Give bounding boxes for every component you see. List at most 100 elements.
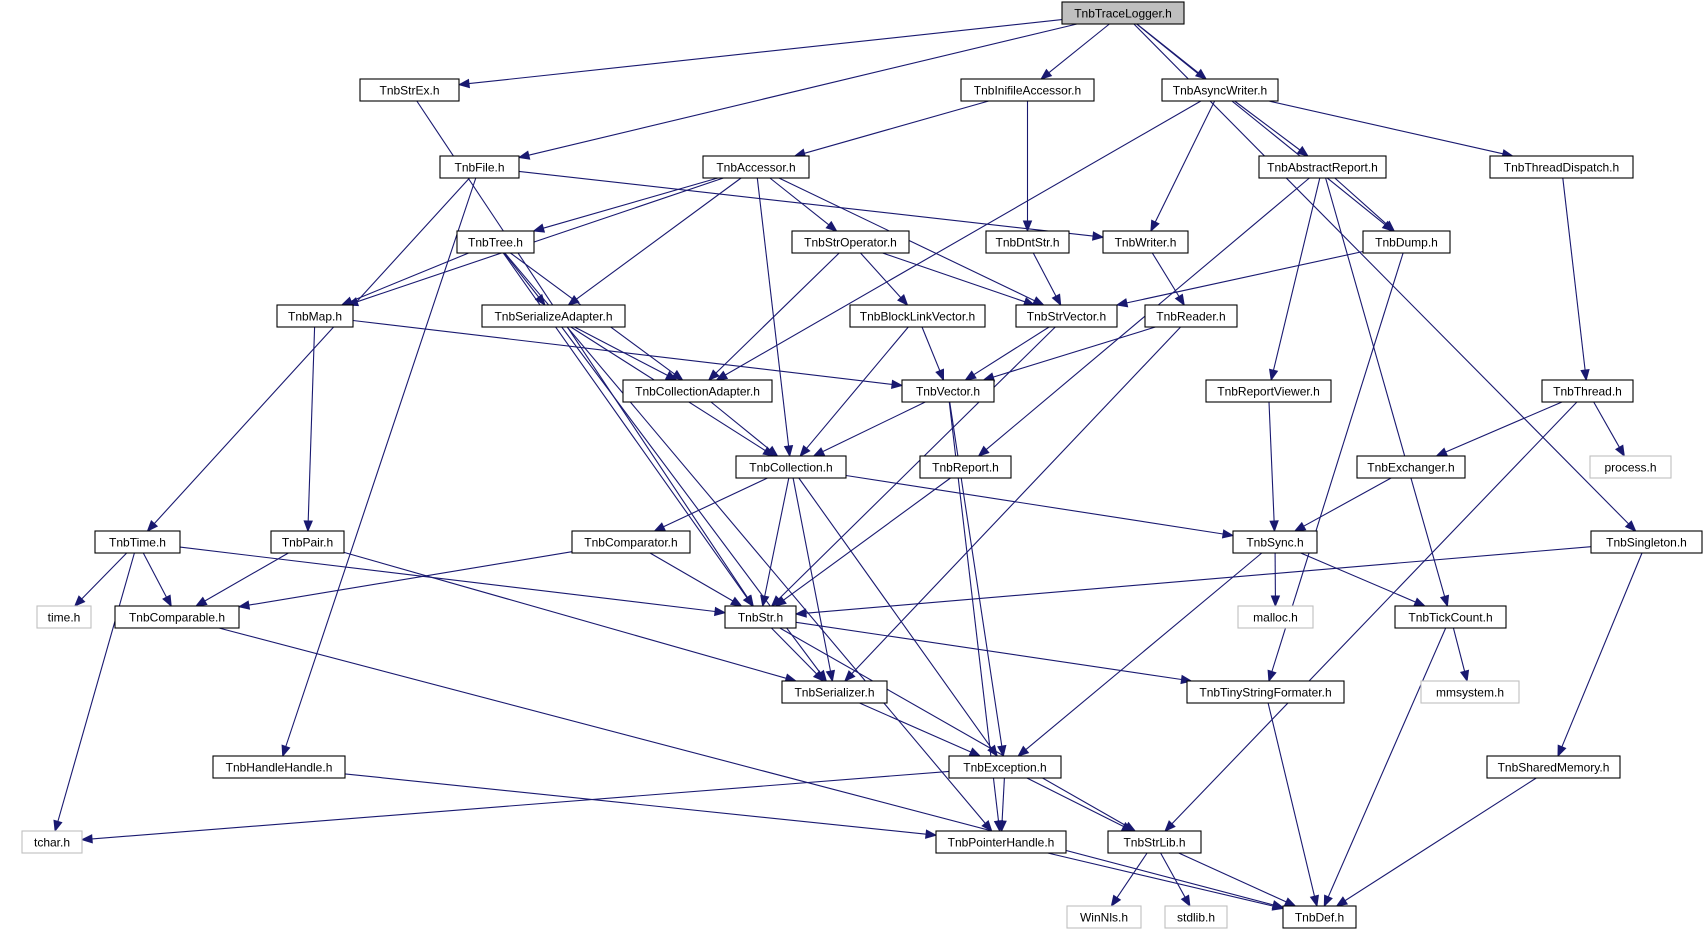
- edge-TnbCollection-to-TnbSync: [845, 474, 1235, 539]
- node-TnbCollectionAdapter[interactable]: TnbCollectionAdapter.h: [622, 379, 773, 403]
- edge-TnbThread-to-TnbStrLib: [1164, 401, 1578, 832]
- edge-line: [1561, 552, 1643, 748]
- node-TnbSerializer[interactable]: TnbSerializer.h: [781, 680, 888, 704]
- node-TnbDump[interactable]: TnbDump.h: [1362, 230, 1451, 254]
- node-TnbTime[interactable]: TnbTime.h: [94, 530, 181, 554]
- node-TnbStrOperator[interactable]: TnbStrOperator.h: [791, 230, 910, 254]
- edge-arrowhead: [162, 594, 172, 608]
- edge-TnbPointerHandle-to-TnbDef: [1047, 852, 1285, 911]
- node-TnbTraceLogger[interactable]: TnbTraceLogger.h: [1061, 1, 1185, 25]
- edge-TnbTraceLogger-to-TnbFile: [517, 23, 1078, 160]
- node-TnbPair[interactable]: TnbPair.h: [270, 530, 345, 554]
- edge-TnbInifileAccessor-to-TnbDntStr: [1022, 101, 1033, 233]
- edge-TnbThread-to-TnbExchanger: [1435, 401, 1563, 457]
- node-label: TnbDump.h: [1375, 236, 1438, 250]
- node-TnbAsyncWriter[interactable]: TnbAsyncWriter.h: [1161, 78, 1279, 102]
- node-TnbMap[interactable]: TnbMap.h: [276, 304, 354, 328]
- edge-line: [779, 627, 1127, 827]
- node-label: TnbSync.h: [1246, 536, 1303, 550]
- edge-TnbReportViewer-to-TnbSync: [1268, 401, 1279, 533]
- edge-arrowhead: [457, 78, 470, 89]
- node-label: stdlib.h: [1177, 911, 1215, 925]
- node-TnbStr[interactable]: TnbStr.h: [724, 605, 797, 629]
- edge-arrowhead: [794, 608, 807, 618]
- node-TnbFile[interactable]: TnbFile.h: [439, 155, 520, 179]
- node-box: [791, 230, 910, 254]
- node-box: [1161, 78, 1279, 102]
- edge-TnbTraceLogger-to-TnbSingleton: [1133, 23, 1637, 532]
- edge-arrowhead: [517, 150, 531, 160]
- node-label: TnbInifileAccessor.h: [974, 84, 1081, 98]
- edge-arrowhead: [1615, 444, 1625, 458]
- edge-arrowhead: [1092, 231, 1105, 241]
- node-TnbTree[interactable]: TnbTree.h: [456, 230, 535, 254]
- node-TnbSingleton[interactable]: TnbSingleton.h: [1590, 530, 1703, 554]
- node-TnbException[interactable]: TnbException.h: [948, 755, 1062, 779]
- edge-TnbSync-to-TnbTickCount: [1300, 552, 1427, 607]
- node-box: [1232, 530, 1318, 554]
- edge-arrowhead: [1309, 894, 1319, 908]
- edge-arrowhead: [194, 596, 208, 607]
- node-label: TnbReportViewer.h: [1217, 385, 1320, 399]
- node-TnbComparator[interactable]: TnbComparator.h: [571, 530, 691, 554]
- node-TnbComparable[interactable]: TnbComparable.h: [114, 605, 240, 629]
- edge-TnbBlockLinkVector-to-TnbVector: [921, 326, 944, 382]
- node-label: tchar.h: [34, 836, 70, 850]
- node-TnbSync[interactable]: TnbSync.h: [1232, 530, 1318, 554]
- node-TnbInifileAccessor[interactable]: TnbInifileAccessor.h: [960, 78, 1095, 102]
- edge-arrowhead: [1267, 669, 1277, 683]
- node-TnbDntStr[interactable]: TnbDntStr.h: [985, 230, 1070, 254]
- node-box: [1541, 379, 1634, 403]
- node-TnbVector[interactable]: TnbVector.h: [901, 379, 995, 403]
- edge-line: [1300, 552, 1416, 603]
- node-TnbBlockLinkVector[interactable]: TnbBlockLinkVector.h: [849, 304, 986, 328]
- edge-TnbAbstractReport-to-TnbTickCount: [1325, 177, 1450, 608]
- node-TnbReport[interactable]: TnbReport.h: [919, 455, 1012, 479]
- node-label: TnbThread.h: [1553, 385, 1622, 399]
- node-TnbExchanger[interactable]: TnbExchanger.h: [1356, 455, 1466, 479]
- node-TnbSharedMemory[interactable]: TnbSharedMemory.h: [1486, 755, 1621, 779]
- node-TnbThread[interactable]: TnbThread.h: [1541, 379, 1634, 403]
- node-TnbStrVector[interactable]: TnbStrVector.h: [1015, 304, 1118, 328]
- edge-TnbAsyncWriter-to-TnbAbstractReport: [1234, 100, 1309, 157]
- node-TnbWriter[interactable]: TnbWriter.h: [1102, 230, 1189, 254]
- node-TnbAbstractReport[interactable]: TnbAbstractReport.h: [1258, 155, 1387, 179]
- edge-arrowhead: [303, 520, 313, 533]
- edge-line: [771, 627, 817, 675]
- edge-TnbAccessor-to-TnbMap: [346, 177, 724, 307]
- node-label: TnbSerializeAdapter.h: [494, 310, 612, 324]
- node-TnbStrLib[interactable]: TnbStrLib.h: [1107, 830, 1202, 854]
- edge-TnbComparator-to-TnbStr: [649, 552, 743, 607]
- node-TnbTinyStringFormater[interactable]: TnbTinyStringFormater.h: [1186, 680, 1345, 704]
- node-TnbPointerHandle[interactable]: TnbPointerHandle.h: [935, 830, 1067, 854]
- edge-TnbDump-to-TnbTinyStringFormater: [1267, 252, 1404, 683]
- edge-TnbThread-to-process: [1593, 401, 1625, 458]
- node-TnbThreadDispatch[interactable]: TnbThreadDispatch.h: [1489, 155, 1634, 179]
- edge-TnbAccessor-to-TnbSerializeAdapter: [567, 177, 742, 306]
- edge-line: [57, 552, 135, 822]
- node-TnbHandleHandle[interactable]: TnbHandleHandle.h: [212, 755, 346, 779]
- edge-TnbVector-to-TnbCollection: [812, 401, 926, 457]
- node-TnbTickCount[interactable]: TnbTickCount.h: [1394, 605, 1507, 629]
- node-time: time.h: [36, 605, 92, 629]
- edge-TnbStr-to-TnbSerializer: [771, 627, 825, 682]
- edge-line: [649, 552, 734, 602]
- node-TnbSerializeAdapter[interactable]: TnbSerializeAdapter.h: [481, 304, 626, 328]
- edge-line: [783, 477, 951, 601]
- edge-TnbException-to-tchar: [80, 770, 950, 844]
- edge-arrowhead: [340, 296, 354, 306]
- node-TnbCollection[interactable]: TnbCollection.h: [735, 455, 847, 479]
- node-label: TnbCollection.h: [749, 461, 832, 475]
- node-TnbReader[interactable]: TnbReader.h: [1144, 304, 1238, 328]
- edge-TnbSharedMemory-to-TnbDef: [1335, 777, 1537, 907]
- node-TnbDef[interactable]: TnbDef.h: [1282, 905, 1357, 929]
- node-TnbReportViewer[interactable]: TnbReportViewer.h: [1205, 379, 1332, 403]
- node-label: malloc.h: [1253, 611, 1298, 625]
- edge-arrowhead: [281, 744, 291, 758]
- node-TnbStrEx[interactable]: TnbStrEx.h: [359, 78, 460, 102]
- edge-TnbTime-to-tchar: [53, 552, 135, 833]
- edge-line: [804, 100, 989, 154]
- node-TnbAccessor[interactable]: TnbAccessor.h: [702, 155, 810, 179]
- edge-arrowhead: [1017, 745, 1030, 757]
- edge-line: [1032, 252, 1057, 297]
